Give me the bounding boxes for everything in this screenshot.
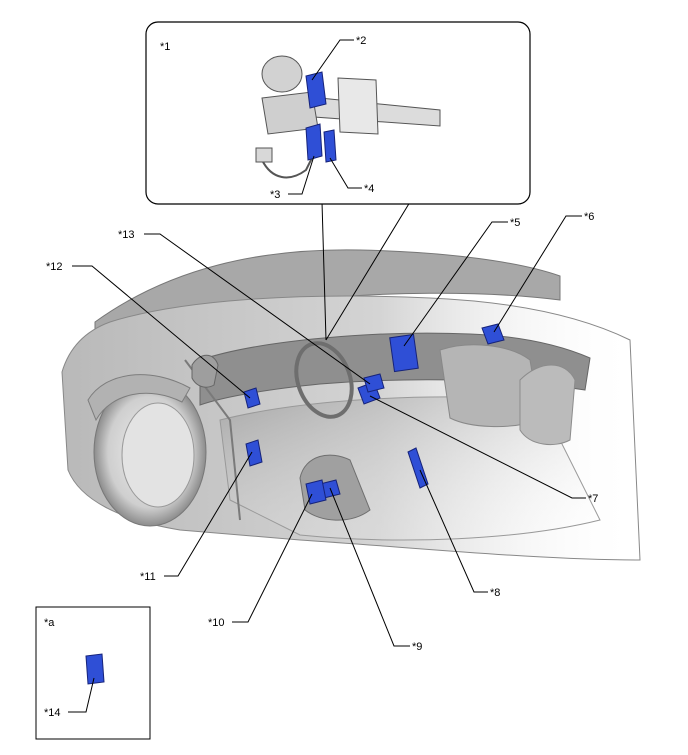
label-7: *7 <box>588 493 598 505</box>
vehicle-illustration <box>61 249 641 561</box>
label-3: *3 <box>270 189 280 201</box>
part-4-highlight <box>323 129 337 163</box>
leader-2 <box>311 39 354 81</box>
column-harness <box>261 149 317 179</box>
leader-10 <box>232 493 313 623</box>
component-5-module <box>389 333 419 373</box>
highlighted-components <box>243 323 505 505</box>
leader-6 <box>493 215 582 333</box>
part-3-highlight <box>305 123 323 161</box>
leader-lines <box>68 39 586 713</box>
label-1: *1 <box>160 41 170 53</box>
column-bracket <box>337 77 379 135</box>
label-5: *5 <box>510 217 520 229</box>
leader-4 <box>329 157 362 189</box>
inset-box-a <box>35 606 151 740</box>
leader-3 <box>288 155 315 195</box>
component-10-module <box>305 479 327 505</box>
front-fender <box>87 374 191 422</box>
label-2: *2 <box>356 35 366 47</box>
ecu-module-icon <box>85 653 105 685</box>
leader-14 <box>68 677 95 713</box>
leader-13 <box>144 233 371 385</box>
component-12-module <box>243 387 261 409</box>
wheel-rim <box>121 402 195 508</box>
leader-5 <box>403 221 508 347</box>
callout-labels: *1 *2 *3 *4 *5 *6 *7 *8 *9 *10 *11 *12 *… <box>44 35 598 719</box>
steering-column-callout <box>145 21 531 341</box>
harness-connector <box>255 147 273 163</box>
label-12: *12 <box>46 261 63 273</box>
label-13: *13 <box>118 229 135 241</box>
label-4: *4 <box>364 183 374 195</box>
column-motor <box>261 55 303 93</box>
leader-8 <box>419 469 488 593</box>
callout-pointer <box>321 201 411 341</box>
component-13-module <box>363 373 385 393</box>
leader-7 <box>369 395 586 499</box>
label-6: *6 <box>584 211 594 223</box>
side-mirror <box>191 354 219 388</box>
part-2-highlight <box>305 71 327 109</box>
component-6-module <box>481 323 505 345</box>
rear-quarter <box>519 364 576 446</box>
leader-12 <box>72 265 251 399</box>
label-11: *11 <box>140 571 156 583</box>
component-11-module <box>245 439 263 467</box>
label-8: *8 <box>490 587 500 599</box>
label-9: *9 <box>412 641 422 653</box>
leader-11 <box>164 451 253 577</box>
leader-9 <box>329 487 410 647</box>
label-a: *a <box>44 617 55 629</box>
steering-column-assembly-icon <box>255 55 441 179</box>
label-10: *10 <box>208 617 225 629</box>
label-14: *14 <box>44 707 61 719</box>
steering-wheel <box>294 341 354 419</box>
